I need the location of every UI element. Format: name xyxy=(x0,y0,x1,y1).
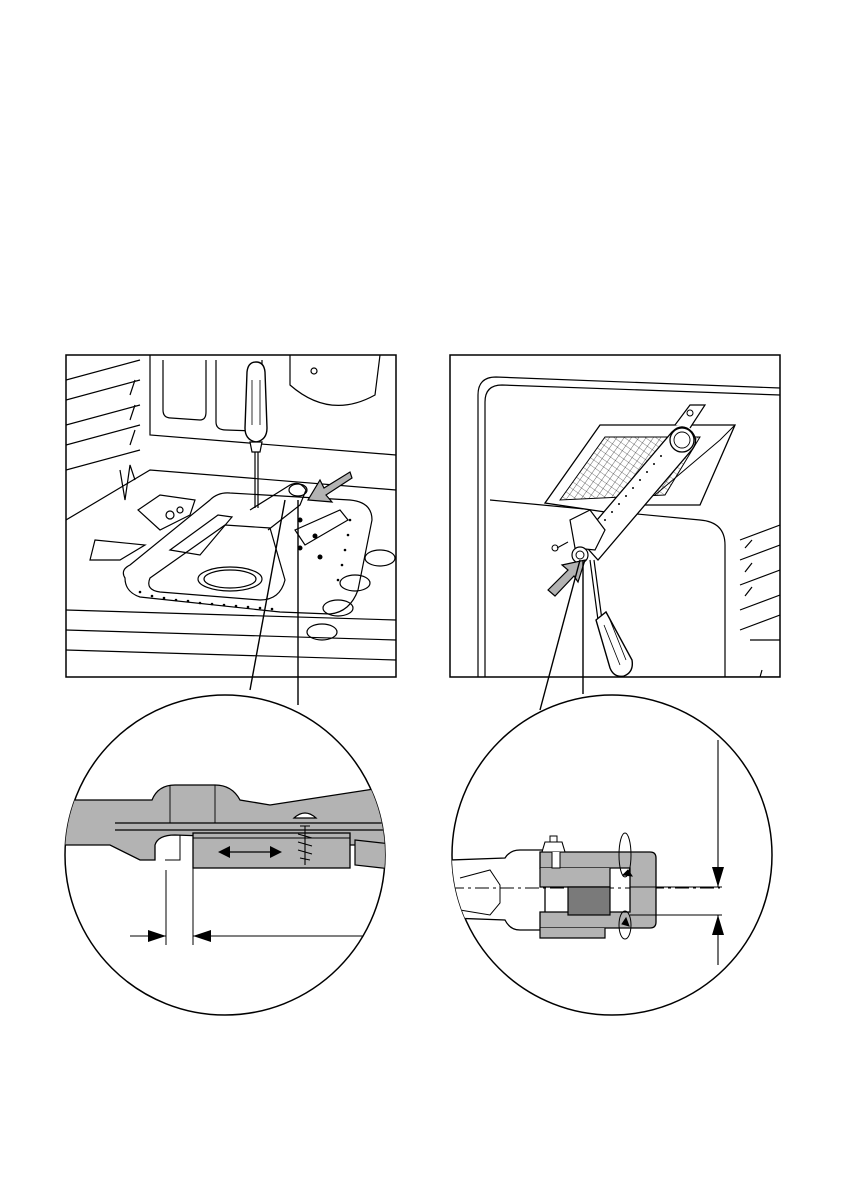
detail-air-shutter xyxy=(60,695,400,1015)
figure-frame xyxy=(66,355,396,677)
figure-grill-burner xyxy=(450,355,780,677)
figure-oven-floor-burner xyxy=(66,355,396,677)
detail-injector-bracket xyxy=(450,695,772,1015)
